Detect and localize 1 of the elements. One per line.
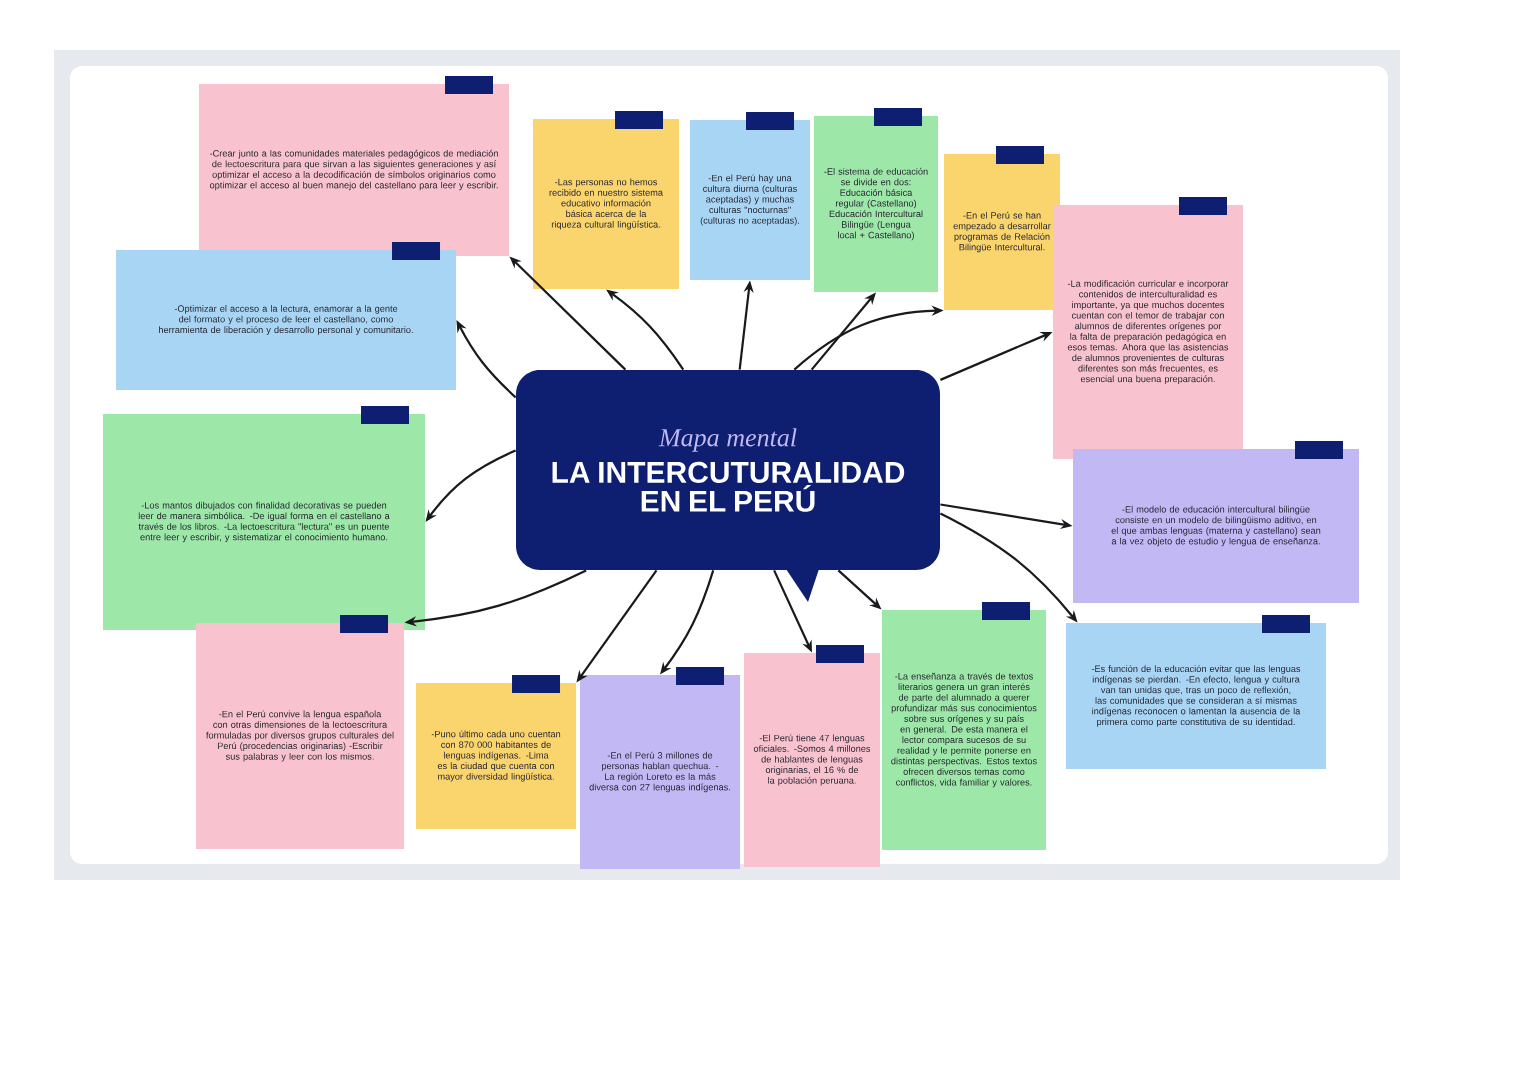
title-bubble: Mapa mental LA INTERCUTURALIDAD EN EL PERÚ	[516, 370, 940, 602]
